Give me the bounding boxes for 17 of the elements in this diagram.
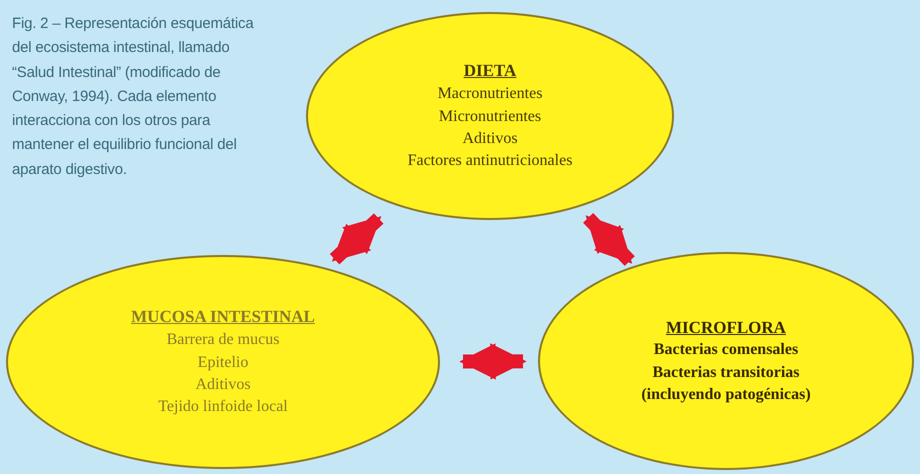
node-item: Aditivos <box>195 374 251 395</box>
node-item: Epitelio <box>198 352 248 372</box>
double-arrow <box>459 343 527 380</box>
double-arrow <box>330 213 384 264</box>
node-item: Barrera de mucus <box>166 330 280 350</box>
double-arrow <box>583 213 635 266</box>
node-item: Aditivos <box>462 128 518 149</box>
node-item: Tejido linfoide local <box>158 397 288 418</box>
node-heading: DIETA <box>464 60 516 82</box>
node-item: Bacterias transitorias (incluyendo patogénicas) <box>640 362 812 406</box>
node-item: Bacterias comensales <box>654 340 798 360</box>
figure-caption: Fig. 2 – Representación esquemática del ecosistema intestinal, llamado “Salud Intestinal” (modificado de Conway, 1994). Cada elemento interacciona con los otros para mantener el equilibrio funcional del aparato digestivo. <box>12 14 255 180</box>
node-item: Factores antinutricionales <box>408 151 572 172</box>
node-heading: MUCOSA INTESTINAL <box>131 306 315 328</box>
node-heading: MICROFLORA <box>666 316 786 339</box>
node-item: Macronutrientes <box>438 84 542 104</box>
node-item: Micronutrientes <box>438 106 542 126</box>
